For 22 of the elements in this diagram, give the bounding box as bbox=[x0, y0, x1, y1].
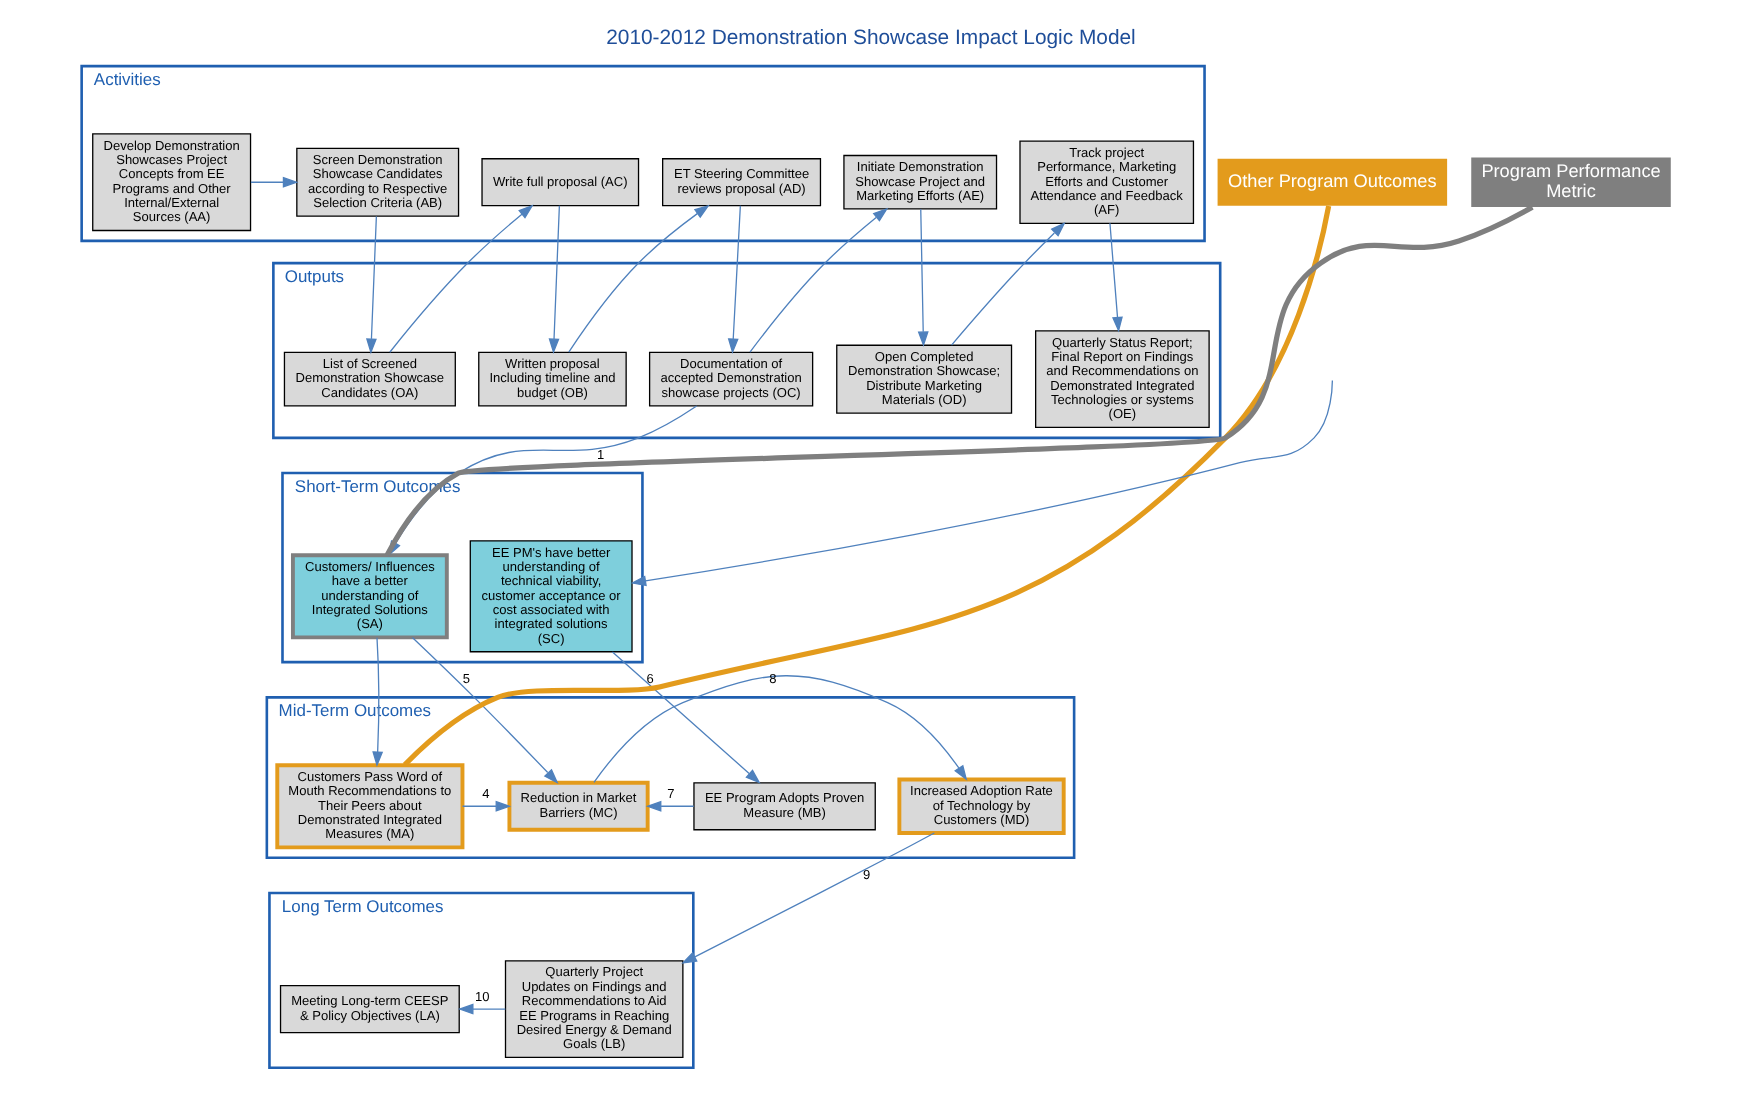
arrow bbox=[680, 832, 934, 964]
arrow bbox=[547, 205, 560, 355]
arrow bbox=[410, 636, 558, 784]
arrow bbox=[567, 204, 709, 353]
node-box: Other Program Outcomes bbox=[1216, 158, 1447, 206]
arrow bbox=[916, 208, 928, 348]
node-box: Program Performance Metric bbox=[1470, 157, 1670, 207]
arrow bbox=[949, 221, 1065, 346]
arrow bbox=[592, 675, 967, 783]
arrow bbox=[365, 215, 376, 355]
arrow bbox=[748, 207, 888, 353]
diagram-title: 2010-2012 Demonstration Showcase Impact Logic Model bbox=[605, 27, 1135, 50]
connector bbox=[401, 205, 1331, 767]
arrow bbox=[610, 651, 760, 784]
arrow bbox=[388, 204, 533, 353]
arrow bbox=[460, 800, 511, 812]
arrow bbox=[456, 1003, 505, 1015]
arrow bbox=[249, 176, 298, 188]
arrow bbox=[371, 636, 383, 768]
arrow bbox=[644, 800, 694, 812]
arrow bbox=[629, 379, 1332, 587]
arrow bbox=[726, 205, 740, 355]
